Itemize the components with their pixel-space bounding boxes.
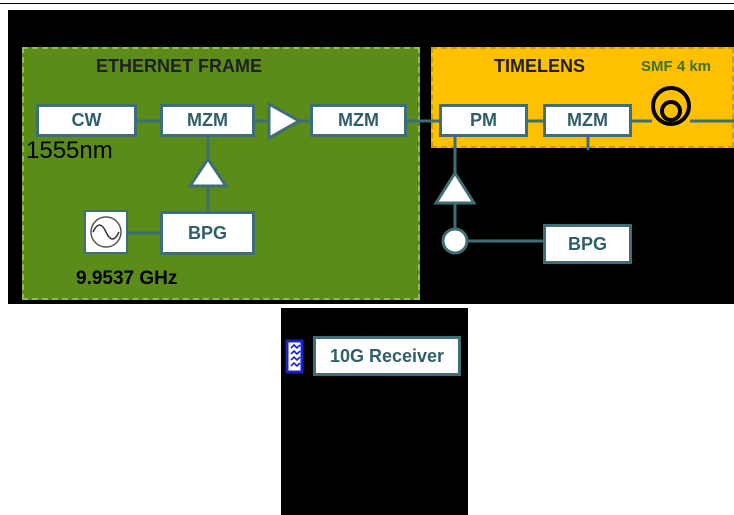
timelens-mzm-box: MZM — [543, 104, 632, 137]
fiber-length-label: SMF 4 km — [641, 58, 712, 75]
ethernet-frame-region — [22, 47, 420, 300]
bpg-box: BPG — [160, 211, 255, 255]
10g-receiver-box: 10G Receiver — [313, 336, 461, 376]
amplifier-triangle-icon — [187, 156, 229, 188]
phase-modulator-box: PM — [439, 104, 528, 137]
photodiode-circle-icon — [441, 227, 469, 255]
amplifier-triangle-icon — [267, 101, 303, 141]
wavelength-label: 1555nm — [26, 137, 113, 164]
fiber-spool-icon — [651, 86, 691, 126]
timelens-title: TIMELENS — [494, 56, 586, 76]
ethernet-frame-title: ETHERNET FRAME — [96, 56, 262, 76]
clock-frequency-label: 9.9537 GHz — [76, 268, 178, 289]
mzm-modulator-2-box: MZM — [310, 104, 407, 137]
top-rule — [0, 3, 734, 4]
mzm-modulator-box: MZM — [160, 104, 255, 137]
timelens-bpg-box: BPG — [543, 224, 632, 264]
amplifier-triangle-icon — [433, 170, 477, 205]
cw-laser-box: CW — [36, 104, 137, 137]
